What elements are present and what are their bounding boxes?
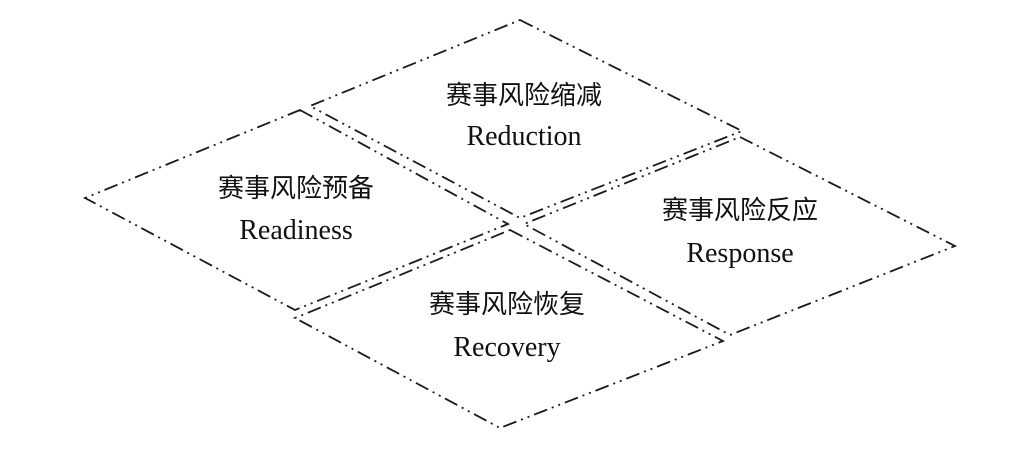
quadrant-recovery-outline <box>292 229 726 429</box>
quadrant-readiness-outline <box>82 109 511 311</box>
quadrant-response: 赛事风险反应 Response <box>662 196 818 269</box>
reduction-en-label: Reduction <box>466 121 581 152</box>
readiness-en-label: Readiness <box>239 215 353 246</box>
quadrant-readiness: 赛事风险预备 Readiness <box>218 174 374 246</box>
response-en-label: Response <box>686 238 793 269</box>
quadrant-reduction: 赛事风险缩减 Reduction <box>446 81 602 152</box>
quadrant-reduction-outline <box>307 19 745 219</box>
recovery-en-label: Recovery <box>453 332 560 363</box>
response-zh-label: 赛事风险反应 <box>662 196 818 225</box>
quadrant-recovery: 赛事风险恢复 Recovery <box>429 290 585 363</box>
reduction-zh-label: 赛事风险缩减 <box>446 81 602 110</box>
quadrant-response-outline <box>521 136 958 336</box>
readiness-zh-label: 赛事风险预备 <box>218 174 374 203</box>
recovery-zh-label: 赛事风险恢复 <box>429 290 585 319</box>
